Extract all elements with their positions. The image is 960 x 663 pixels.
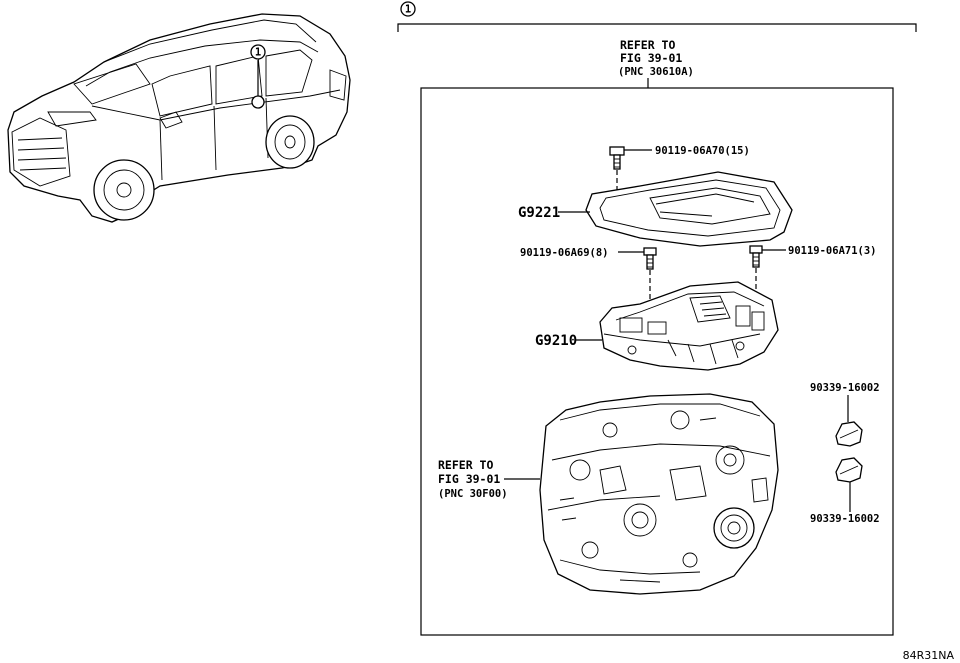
refer-top-line2: FIG 39-01 xyxy=(620,51,682,65)
transaxle-housing xyxy=(539,393,779,595)
refer-top-line1: REFER TO xyxy=(620,38,675,52)
refer-top-line3: (PNC 30610A) xyxy=(618,66,694,78)
refer-left-line3: (PNC 30F00) xyxy=(438,488,508,500)
valve-body-label: G9210 xyxy=(535,333,577,349)
vehicle-illustration xyxy=(7,13,351,223)
refer-left-line2: FIG 39-01 xyxy=(438,472,500,486)
figure-code: 84R31NA xyxy=(903,649,955,662)
pan-label: G9221 xyxy=(518,205,560,221)
bolt-left-label: 90119-06A69(8) xyxy=(520,247,609,259)
bolt-right-label: 90119-06A71(3) xyxy=(788,245,877,257)
bolt-left xyxy=(643,247,657,270)
valve-body xyxy=(599,281,779,371)
plug-lower xyxy=(835,457,863,483)
plug-upper xyxy=(835,421,863,447)
vehicle-callout-number: 1 xyxy=(255,47,261,59)
bolt-top xyxy=(609,146,625,170)
bolt-right xyxy=(749,245,763,268)
callout-circle xyxy=(400,1,416,17)
plug-upper-label: 90339-16002 xyxy=(810,382,880,394)
refer-left-line1: REFER TO xyxy=(438,458,493,472)
plug-lower-label: 90339-16002 xyxy=(810,513,880,525)
callout-number: 1 xyxy=(405,4,411,16)
bolt-top-label: 90119-06A70(15) xyxy=(655,145,750,157)
oil-pan xyxy=(585,171,793,247)
assembly-frame xyxy=(420,87,894,636)
group-bracket xyxy=(397,23,917,32)
